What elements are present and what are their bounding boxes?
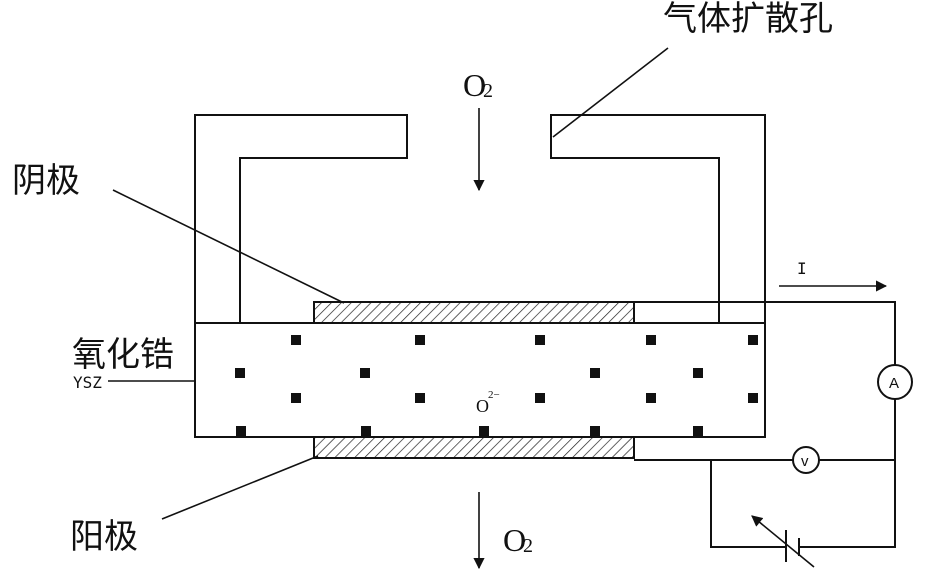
zirconia-label: 氧化锆 xyxy=(72,335,174,375)
cathode-electrode xyxy=(313,301,635,324)
ion-dot xyxy=(590,368,600,378)
circuit-source-wire xyxy=(710,460,785,548)
ion-dot xyxy=(235,368,245,378)
anode-label: 阳极 xyxy=(70,517,138,557)
o2-top-subscript: 2 xyxy=(483,80,493,102)
current-label: I xyxy=(797,259,807,278)
ion-dot xyxy=(361,426,371,436)
o2-bottom-subscript: 2 xyxy=(523,535,533,557)
voltmeter-label: v xyxy=(801,453,809,470)
ion-dot xyxy=(360,368,370,378)
o2-top-label: O xyxy=(463,67,486,103)
cathode-leader xyxy=(112,189,345,304)
anode-leader xyxy=(161,455,319,520)
housing-left xyxy=(194,114,408,323)
ammeter-label: A xyxy=(889,375,899,392)
ion-dot xyxy=(236,426,246,436)
ion-dot xyxy=(535,393,545,403)
anode-electrode xyxy=(313,436,635,459)
circuit-top-wire xyxy=(634,301,896,365)
ion-dot xyxy=(415,393,425,403)
ion-dot xyxy=(748,335,758,345)
zirconia-electrolyte xyxy=(194,322,766,438)
ion-dot xyxy=(646,393,656,403)
gas-hole-leader xyxy=(552,47,669,138)
gas-hole-label: 气体扩散孔 xyxy=(663,0,833,39)
ion-dot xyxy=(748,393,758,403)
housing-right xyxy=(550,114,766,323)
ion-dot xyxy=(535,335,545,345)
variable-source-arrow xyxy=(751,515,815,568)
ysz-label: YSZ xyxy=(73,373,102,392)
oxygen-ion-label: O xyxy=(476,396,489,416)
oxygen-ion-dots xyxy=(235,335,758,436)
o2-bottom-label: O xyxy=(503,522,526,558)
ion-dot xyxy=(693,368,703,378)
ion-dot xyxy=(415,335,425,345)
ion-dot xyxy=(479,426,489,436)
cathode-label: 阴极 xyxy=(12,161,80,201)
oxygen-ion-charge: 2− xyxy=(488,389,500,401)
ion-dot xyxy=(291,393,301,403)
ion-dot xyxy=(590,426,600,436)
ion-dot xyxy=(646,335,656,345)
ion-dot xyxy=(693,426,703,436)
ion-dot xyxy=(291,335,301,345)
circuit-right-wire xyxy=(800,399,896,548)
